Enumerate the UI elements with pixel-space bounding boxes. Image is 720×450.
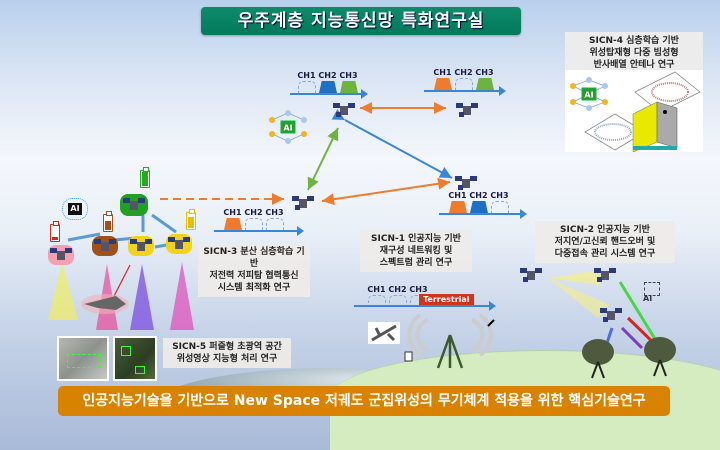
satellite-icon bbox=[123, 198, 145, 210]
ai-antenna-icon bbox=[644, 282, 660, 296]
satellite-icon bbox=[333, 103, 355, 117]
satellite-icon bbox=[168, 237, 190, 249]
sicn4-label: SICN-4 심층학습 기반 위성탑재형 다중 빔성형 반사배열 안테나 연구 bbox=[589, 36, 679, 70]
ai-antenna-label: AI bbox=[643, 294, 653, 303]
satellite-icon bbox=[455, 176, 477, 190]
satellite-icon bbox=[594, 268, 616, 282]
sicn4-panel: SICN-4 심층학습 기반 위성탑재형 다중 빔성형 반사배열 안테나 연구 bbox=[565, 32, 703, 152]
sicn3-label: SICN-3 분산 심층학습 기반 저전력 저피탐 협력통신 시스템 최적화 연… bbox=[198, 243, 310, 297]
reflectarray-antenna-icon bbox=[584, 71, 701, 152]
satellite-icon bbox=[600, 308, 622, 322]
neural-network-ai-icon: AI bbox=[269, 110, 307, 144]
satellite-icon bbox=[292, 196, 314, 210]
satellite-image-forest bbox=[113, 336, 157, 381]
satellite-icon bbox=[130, 239, 152, 251]
battery-high-icon bbox=[186, 209, 196, 230]
battery-low-icon bbox=[50, 221, 60, 242]
satellite-icon bbox=[50, 248, 72, 260]
satellite-icon bbox=[94, 239, 116, 251]
ai-brain-icon bbox=[62, 198, 88, 220]
terrestrial-band: Terrestrial bbox=[419, 294, 474, 305]
sicn1-label: SICN-1 인공지능 기반 재구성 네트워킹 및 스펙트럼 관리 연구 bbox=[360, 230, 472, 272]
page-title: 우주계층 지능통신망 특화연구실 bbox=[201, 7, 521, 35]
sicn2-label: SICN-2 인공지능 기반 저지연/고신뢰 핸드오버 및 다중접속 관리 시스… bbox=[535, 221, 675, 263]
svg-text:AI: AI bbox=[283, 124, 292, 133]
battery-full-icon bbox=[140, 167, 150, 188]
battery-medium-icon bbox=[103, 211, 113, 232]
satellite-image-airport bbox=[57, 336, 109, 381]
satellite-icon bbox=[520, 268, 542, 282]
svg-text:AI: AI bbox=[584, 91, 593, 100]
fighter-jet-icon bbox=[81, 294, 129, 314]
ai-chip-icon: AI bbox=[68, 203, 82, 215]
neural-network-ai-icon: AI bbox=[570, 77, 608, 111]
sicn5-label: SICN-5 퍼즐형 초광역 공간 위성영상 지능형 처리 연구 bbox=[163, 338, 291, 368]
footer-banner: 인공지능기술을 기반으로 New Space 저궤도 군집위성의 무기체계 적용… bbox=[58, 386, 670, 416]
satellite-icon bbox=[456, 103, 478, 117]
